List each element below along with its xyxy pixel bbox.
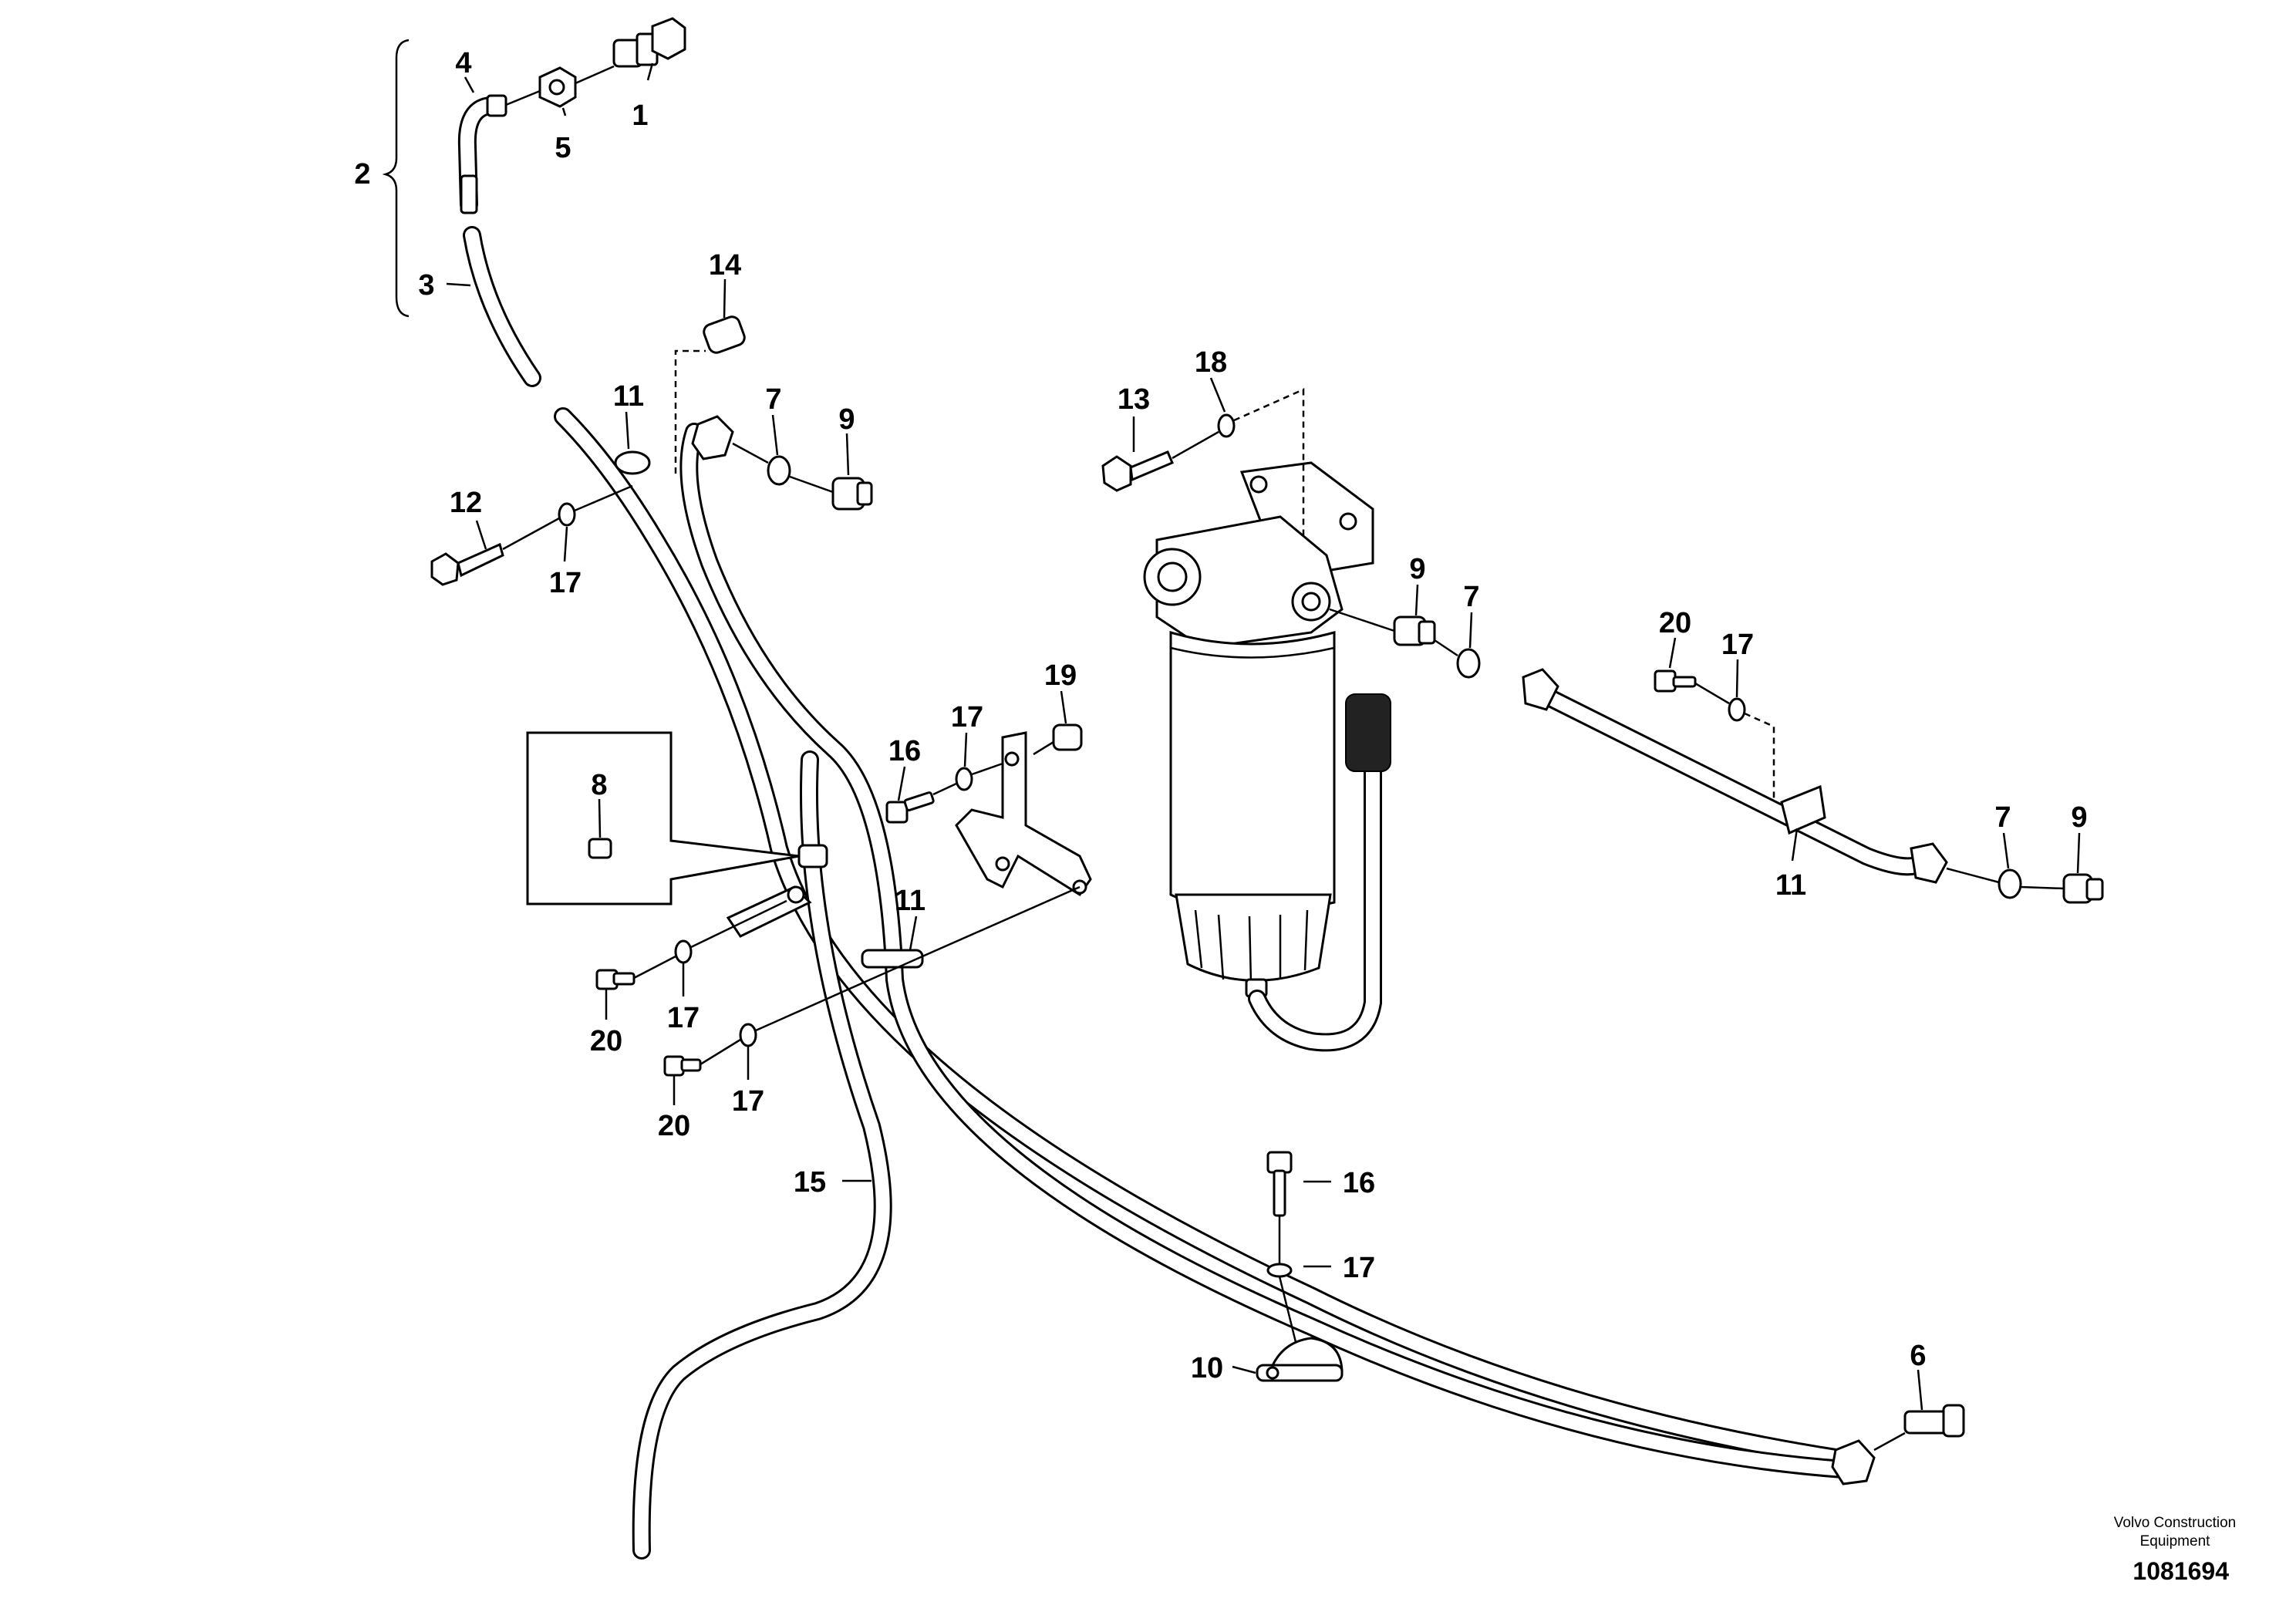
- bolt-13: [1101, 450, 1174, 492]
- o-ring-7-filter: [1456, 648, 1481, 679]
- callout-19: 19: [1044, 659, 1077, 692]
- hose-elbow-upper: [691, 415, 734, 460]
- callout-18: 18: [1195, 346, 1227, 379]
- adapter-9-upper: [831, 477, 873, 511]
- callout-8: 8: [591, 769, 607, 801]
- callout-20-right: 20: [1659, 607, 1691, 639]
- document-number: 1081694: [2132, 1557, 2229, 1585]
- washer-17-bracket: [955, 767, 973, 791]
- callout-11-top: 11: [613, 380, 644, 413]
- brace-bracket: [382, 39, 410, 318]
- clamp-10: [1256, 1337, 1344, 1382]
- callout-17-bottom: 17: [1343, 1252, 1375, 1284]
- callout-12: 12: [450, 487, 482, 519]
- callout-17-left-upper: 17: [667, 1002, 700, 1034]
- hose-clamp-left: [726, 885, 812, 938]
- callout-2: 2: [354, 158, 370, 191]
- washer-17-left-lower: [739, 1023, 757, 1047]
- callout-5: 5: [555, 132, 571, 164]
- callout-11-right: 11: [1775, 869, 1806, 902]
- right-pipe-clamp: [1780, 784, 1826, 835]
- credit-line-1: Volvo Construction: [2114, 1515, 2236, 1531]
- callout-7-right: 7: [1994, 801, 2011, 834]
- callout-9-upper: 9: [838, 403, 855, 436]
- callout-6: 6: [1910, 1340, 1926, 1372]
- elbow-fitting-4: [457, 94, 507, 214]
- callout-7-upper: 7: [765, 383, 781, 416]
- washer-17-left: [558, 502, 576, 527]
- hose-segment-3: [463, 226, 541, 387]
- hose-clamp-top: [614, 450, 651, 475]
- fitting-6: [1831, 1404, 1965, 1485]
- callout-4: 4: [455, 47, 471, 79]
- callout-14: 14: [709, 249, 741, 282]
- o-ring-7-right: [1998, 868, 2022, 899]
- detail-callout-box: [526, 731, 800, 905]
- callout-17-left: 17: [549, 567, 582, 599]
- callout-17-bracket: 17: [951, 701, 983, 733]
- callout-15: 15: [794, 1166, 826, 1199]
- bolt-20-left-upper: [595, 969, 636, 990]
- callout-11-mid: 11: [895, 885, 925, 917]
- bolt-16-bracket: [885, 791, 935, 824]
- callout-10: 10: [1191, 1352, 1223, 1384]
- fuel-hose-main: [554, 407, 1845, 1467]
- bolt-16-bottom: [1266, 1151, 1293, 1217]
- adapter-1: [612, 17, 686, 68]
- breather-clip: [797, 844, 828, 868]
- o-ring-7-upper: [767, 455, 791, 486]
- callout-9-right: 9: [2071, 801, 2087, 834]
- adapter-9-filter: [1393, 615, 1436, 646]
- adapter-9-right: [2062, 873, 2104, 904]
- callout-17-right: 17: [1721, 629, 1754, 661]
- callout-16-bracket: 16: [888, 735, 921, 767]
- washer-18: [1217, 413, 1236, 438]
- callout-17-left-lower: 17: [732, 1085, 764, 1118]
- fuel-hose-second: [679, 423, 1853, 1479]
- washer-17-left-upper: [674, 939, 693, 964]
- bolt-20-left-lower: [663, 1055, 702, 1077]
- fuel-filter-assembly: [1143, 461, 1374, 998]
- credit-line-2: Equipment: [2140, 1533, 2211, 1549]
- callout-20-left-lower: 20: [658, 1110, 690, 1142]
- bracket: [955, 731, 1092, 897]
- bolt-12: [430, 542, 504, 586]
- callout-20-left-upper: 20: [590, 1025, 622, 1057]
- callout-16-bottom: 16: [1343, 1167, 1375, 1199]
- callout-leaders: [446, 62, 2081, 1411]
- sensor-cable: [1248, 693, 1391, 1052]
- washer-17-bottom: [1266, 1263, 1293, 1278]
- hose-clamp-mid: [861, 949, 924, 969]
- sleeve-14: [703, 315, 746, 354]
- breather-hose-15: [632, 750, 892, 1560]
- callout-9-filter: 9: [1409, 553, 1425, 585]
- nut-5: [538, 66, 577, 108]
- callout-7-filter: 7: [1463, 581, 1479, 613]
- callout-1: 1: [632, 99, 648, 132]
- callout-3: 3: [418, 269, 434, 302]
- bolt-20-right: [1654, 669, 1697, 693]
- spacer-19: [1052, 723, 1083, 751]
- callout-13: 13: [1118, 383, 1150, 416]
- washer-17-right: [1728, 697, 1746, 722]
